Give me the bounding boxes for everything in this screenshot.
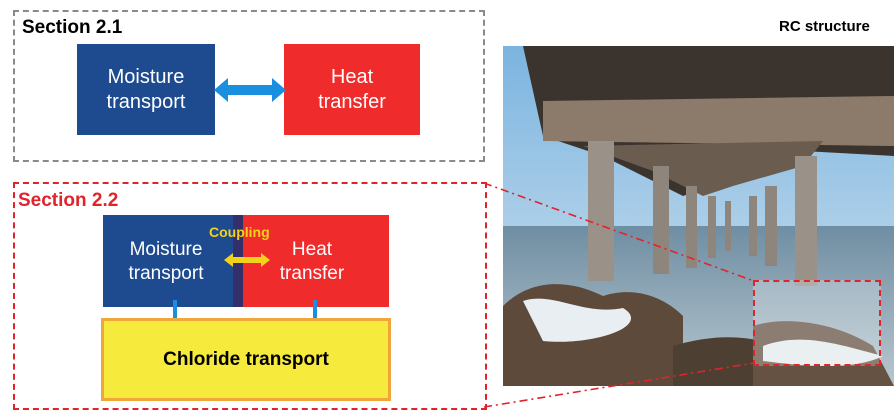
highlight-region [753, 280, 881, 366]
section-2-2-title: Section 2.2 [18, 190, 119, 211]
moisture-line-1: Moisture [107, 65, 185, 88]
chloride-transport-box: Chloride transport [101, 318, 391, 401]
pier-photo [503, 46, 894, 386]
heat-line-1: Heat [330, 65, 374, 88]
coupling-arrow [224, 253, 270, 267]
moisture-line-2: transport [106, 90, 186, 113]
rc-structure-label: RC structure [779, 18, 870, 35]
heat-line-2: transfer [318, 90, 386, 113]
coupling-label: Coupling [209, 224, 270, 240]
section-2-1-frame [13, 10, 485, 162]
double-arrow [214, 78, 286, 102]
coupled-moisture-line-2: transport [128, 263, 204, 284]
coupled-heat-line-1: Heat [291, 239, 333, 261]
coupled-moisture-box [103, 215, 233, 307]
pier-illustration [503, 46, 894, 386]
coupled-heat-line-2: transfer [279, 263, 345, 284]
coupled-moisture-line-1: Moisture [129, 239, 203, 261]
section-2-2-frame [13, 182, 487, 410]
section-2-1-title: Section 2.1 [22, 17, 123, 38]
